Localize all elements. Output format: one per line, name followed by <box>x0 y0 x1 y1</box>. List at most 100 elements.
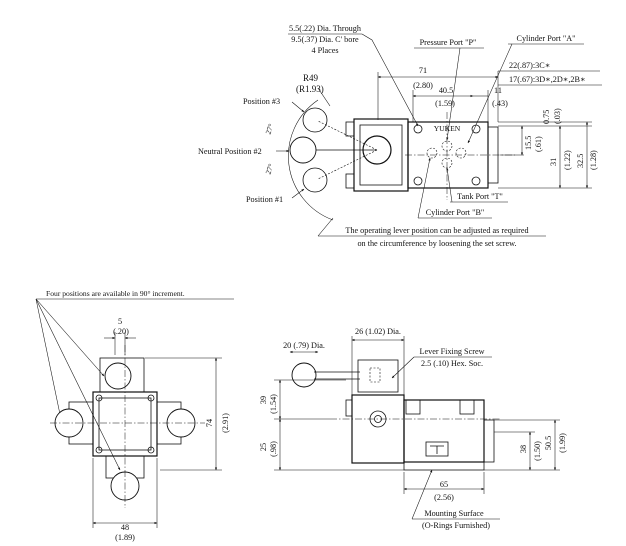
dim-25: 25 <box>259 443 268 451</box>
dim-71: 71 <box>419 66 427 75</box>
dim-31-in: (1.22) <box>563 150 572 170</box>
top-view: 5.5(.22) Dia. Through 9.5(.37) Dia. C' b… <box>198 24 602 248</box>
valve-body-left-inner <box>359 124 403 186</box>
side-hex-socket <box>369 367 381 383</box>
valve-body-left <box>353 118 409 192</box>
dim-15-5: 15.5 <box>524 136 533 150</box>
side-lever-knob <box>291 362 317 388</box>
neutral-position-label: Neutral Position #2 <box>198 147 262 156</box>
dim-74: 74 <box>205 419 214 427</box>
dim-31: 31 <box>549 158 558 166</box>
dim-0-75-in: (.03) <box>553 108 562 124</box>
lever-pos1-shaft <box>317 149 378 180</box>
cylinder-port-a-leader <box>467 43 513 144</box>
spec-3d: 17(.67):3D∗,2D∗,2B∗ <box>509 75 586 84</box>
lever-pos3-shaft <box>317 120 378 151</box>
mounting-surface-2: (O-Rings Furnished) <box>422 521 490 530</box>
front-knob-top-block <box>99 357 145 393</box>
lever-block-top <box>345 121 355 137</box>
note-leader <box>317 217 334 237</box>
dim-50-5: 50.5 <box>544 436 553 450</box>
dim-20-dia: 20 (.79) Dia. <box>283 341 325 350</box>
through-hole-label-1: 5.5(.22) Dia. Through <box>289 24 361 33</box>
four-positions-leader-1 <box>35 298 105 377</box>
side-lever-head <box>357 359 399 393</box>
tank-port-label: Tank Port "T" <box>457 192 503 201</box>
front-view: Four positions are available in 90° incr… <box>35 289 234 542</box>
dim-32-5-in: (1.28) <box>589 150 598 170</box>
position-3-label: Position #3 <box>243 97 280 106</box>
side-tab <box>345 399 353 417</box>
dim-50-5-in: (1.99) <box>558 433 567 453</box>
dim-5-in: (.20) <box>113 327 129 336</box>
side-logo-box <box>425 441 449 457</box>
radius-leader <box>317 87 331 107</box>
front-bolt-4 <box>147 446 155 454</box>
position-1-leader <box>291 188 305 199</box>
side-view: 26 (1.02) Dia. 20 (.79) Dia. Lever Fixin… <box>259 327 567 530</box>
side-logo-mark <box>430 445 444 454</box>
cylinder-port-a-label: Cylinder Port "A" <box>517 34 576 43</box>
dim-11: 11 <box>494 86 502 95</box>
dim-48-in: (1.89) <box>115 533 135 542</box>
side-body-left <box>351 394 405 464</box>
through-hole-leader <box>361 33 419 127</box>
dim-26-dia: 26 (1.02) Dia. <box>355 327 401 336</box>
dim-5: 5 <box>118 317 122 326</box>
lever-knob-neutral <box>289 136 317 164</box>
dim-39-in: (1.54) <box>269 394 278 414</box>
radius-arc <box>288 99 334 221</box>
tank-port-leader <box>446 167 453 203</box>
dim-40-5-in: (1.59) <box>435 99 455 108</box>
front-bolt-2 <box>147 394 155 402</box>
lever-screw-2: 2.5 (.10) Hex. Soc. <box>421 359 483 368</box>
note-line-2: on the circumference by loosening the se… <box>357 239 516 248</box>
lever-screw-1: Lever Fixing Screw <box>419 347 484 356</box>
mounting-leader <box>411 469 433 520</box>
four-positions-note: Four positions are available in 90° incr… <box>46 289 185 298</box>
radius-in: (R1.93) <box>296 84 324 94</box>
side-end-cap <box>483 419 495 463</box>
port-b <box>426 147 438 159</box>
radius-mm: R49 <box>303 73 319 83</box>
brand-label: YUKEN <box>434 124 461 133</box>
dim-48: 48 <box>121 523 129 532</box>
side-bolt-head-1 <box>405 399 421 415</box>
lever-knob-pos1 <box>302 167 328 193</box>
through-hole-label-2: 9.5(.37) Dia. C' bore <box>291 35 359 44</box>
dim-15-5-in: (.61) <box>534 136 543 152</box>
note-line-1: The operating lever position can be adju… <box>345 226 528 235</box>
dim-38: 38 <box>519 445 528 453</box>
angle-upper: 27° <box>264 123 276 136</box>
cylinder-port-b-label: Cylinder Port "B" <box>426 208 485 217</box>
position-3-leader <box>291 101 305 113</box>
lever-screw-leader <box>391 356 415 379</box>
cylinder-port-b-leader <box>417 157 431 219</box>
lever-knob-pos3 <box>302 107 328 133</box>
mounting-surface-1: Mounting Surface <box>424 509 484 518</box>
port-a <box>455 147 467 159</box>
dim-71-in: (2.80) <box>413 81 433 90</box>
dim-38-in: (1.50) <box>533 441 542 461</box>
four-positions-leader-3 <box>35 298 121 471</box>
bolt-hole-3 <box>471 124 481 134</box>
pressure-port-label: Pressure Port "P" <box>420 38 477 47</box>
dim-74-in: (2.91) <box>221 413 230 433</box>
bolt-hole-4 <box>471 176 481 186</box>
side-body-main <box>403 399 485 463</box>
dim-65: 65 <box>440 480 448 489</box>
bolt-hole-2 <box>413 176 423 186</box>
dim-39: 39 <box>259 396 268 404</box>
dim-65-in: (2.56) <box>434 493 454 502</box>
dim-11-in: (.43) <box>492 99 508 108</box>
pressure-port-leader <box>446 47 461 141</box>
front-knob-top <box>104 362 132 390</box>
four-positions-leader-2 <box>35 298 63 425</box>
angle-lower: 27° <box>264 163 276 176</box>
side-base-plate <box>403 461 485 471</box>
dim-40-5: 40.5 <box>439 86 453 95</box>
dim-0-75: 0.75 <box>542 110 551 124</box>
position-1-label: Position #1 <box>246 195 283 204</box>
